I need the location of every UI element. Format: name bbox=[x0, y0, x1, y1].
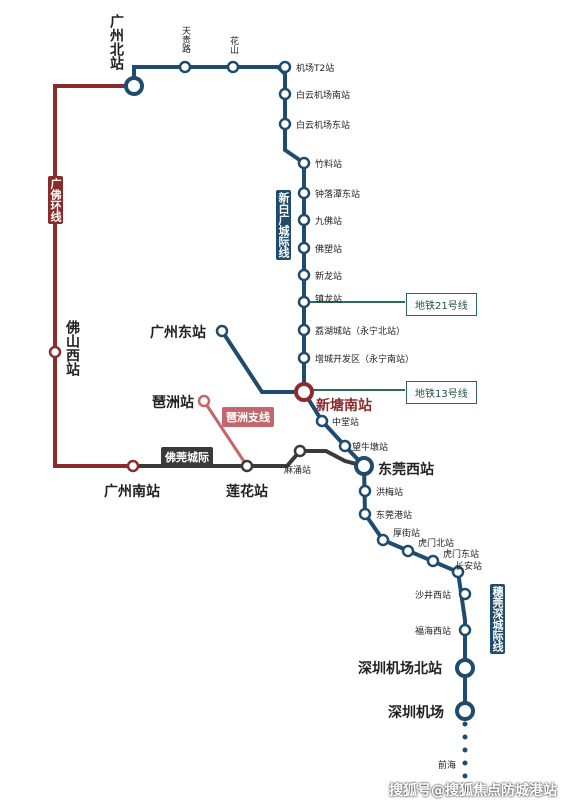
line-tag-foguan: 佛莞城际 bbox=[161, 447, 213, 467]
label-wangniudun: 望牛墩站 bbox=[352, 443, 389, 453]
station-t2 bbox=[278, 60, 292, 74]
station-shajing-west bbox=[458, 587, 472, 601]
station-lianhua bbox=[240, 459, 254, 473]
label-humen-north: 虎门北站 bbox=[418, 539, 455, 549]
station-humen-east bbox=[426, 554, 440, 568]
label-jiufo: 九佛站 bbox=[315, 217, 343, 227]
label-xinlong: 新龙站 bbox=[315, 272, 343, 282]
label-xintang-south: 新塘南站 bbox=[316, 398, 372, 414]
label-foshan-west: 佛山西站 bbox=[64, 320, 80, 376]
label-baiyun-e: 白云机场东站 bbox=[296, 121, 351, 131]
label-zhongtang: 中堂站 bbox=[332, 418, 360, 428]
label-dongguan-port: 东莞港站 bbox=[376, 511, 413, 521]
station-dongguan-west bbox=[354, 456, 374, 476]
label-pazhou: 琶洲站 bbox=[152, 395, 194, 411]
station-houjie bbox=[376, 533, 390, 547]
watermark: 搜狐号@搜狐焦点防城港站 bbox=[389, 783, 557, 799]
station-huashan bbox=[226, 60, 240, 74]
label-shajing-west: 沙井西站 bbox=[415, 591, 452, 601]
station-xintang-south bbox=[294, 382, 314, 402]
station-zhenlong bbox=[297, 295, 311, 309]
station-licheng bbox=[297, 323, 311, 337]
line-tag-pazhou: 琶洲支线 bbox=[222, 407, 274, 427]
station-guangzhou-south bbox=[126, 459, 140, 473]
station-hongmei bbox=[358, 484, 372, 498]
station-fosu bbox=[297, 241, 311, 255]
station-pazhou bbox=[197, 394, 211, 408]
label-zhenlong: 镇龙站 bbox=[315, 295, 343, 305]
guangzhou-east-line bbox=[220, 329, 304, 394]
label-dongguan-west: 东莞西站 bbox=[378, 462, 434, 478]
label-fuhai-west: 福海西站 bbox=[415, 627, 452, 637]
station-wangniudun bbox=[338, 439, 352, 453]
label-humen-east: 虎门东站 bbox=[443, 550, 480, 560]
station-guangzhou-north bbox=[124, 76, 144, 96]
station-guangzhou-east bbox=[215, 324, 229, 338]
label-zhuliao: 竹料站 bbox=[315, 160, 343, 170]
station-zengcheng bbox=[297, 351, 311, 365]
line-tag-guangfo: 广佛环线 bbox=[48, 176, 63, 224]
label-hongmei: 洪梅站 bbox=[376, 488, 404, 498]
label-zhongluotan: 钟落潭东站 bbox=[315, 190, 361, 200]
station-changan bbox=[451, 565, 465, 579]
station-baiyun-s bbox=[278, 87, 292, 101]
metro-13-box: 地铁13号线 bbox=[406, 381, 477, 404]
label-t2: 机场T2站 bbox=[296, 64, 335, 74]
station-mayong bbox=[293, 444, 307, 458]
station-xinlong bbox=[297, 268, 311, 282]
label-huashan: 花山 bbox=[228, 36, 238, 54]
label-houjie: 厚街站 bbox=[393, 529, 421, 539]
label-lianhua: 莲花站 bbox=[226, 484, 268, 500]
station-zhongtang bbox=[315, 414, 329, 428]
station-zhuliao bbox=[297, 156, 311, 170]
label-zengcheng: 增城开发区（永宁南站） bbox=[315, 355, 415, 365]
label-qianhai: 前海 bbox=[438, 761, 457, 771]
guangfo-ring-line bbox=[53, 84, 134, 468]
line-tag-xinbai: 新白广城际线 bbox=[276, 190, 291, 260]
station-jiufo bbox=[297, 213, 311, 227]
label-guangzhou-south: 广州南站 bbox=[104, 484, 160, 500]
label-fosu: 佛塑站 bbox=[315, 245, 343, 255]
station-dongguan-port bbox=[358, 507, 372, 521]
label-mayong: 麻涌站 bbox=[284, 466, 312, 476]
label-sz-airport-north: 深圳机场北站 bbox=[358, 661, 442, 677]
label-baiyun-s: 白云机场南站 bbox=[296, 91, 351, 101]
label-tiangui: 天贵路 bbox=[180, 26, 190, 53]
label-licheng: 荔湖城站（永宁北站） bbox=[315, 327, 406, 337]
station-foshan-west bbox=[48, 345, 62, 359]
station-zhongluotan bbox=[297, 186, 311, 200]
pazhou-branch-line bbox=[202, 400, 249, 467]
label-changan: 长安站 bbox=[455, 562, 483, 572]
station-humen-north bbox=[401, 544, 415, 558]
station-fuhai-west bbox=[458, 623, 472, 637]
label-sz-airport: 深圳机场 bbox=[388, 705, 444, 721]
label-guangzhou-east: 广州东站 bbox=[150, 325, 206, 341]
metro-21-box: 地铁21号线 bbox=[406, 293, 477, 316]
station-tiangui bbox=[178, 60, 192, 74]
station-sz-airport-north bbox=[455, 658, 475, 678]
line-tag-suiguan: 穗莞深城际线 bbox=[490, 584, 505, 654]
label-guangzhou-north: 广州北站 bbox=[108, 14, 124, 70]
station-baiyun-e bbox=[278, 117, 292, 131]
station-sz-airport bbox=[455, 701, 475, 721]
